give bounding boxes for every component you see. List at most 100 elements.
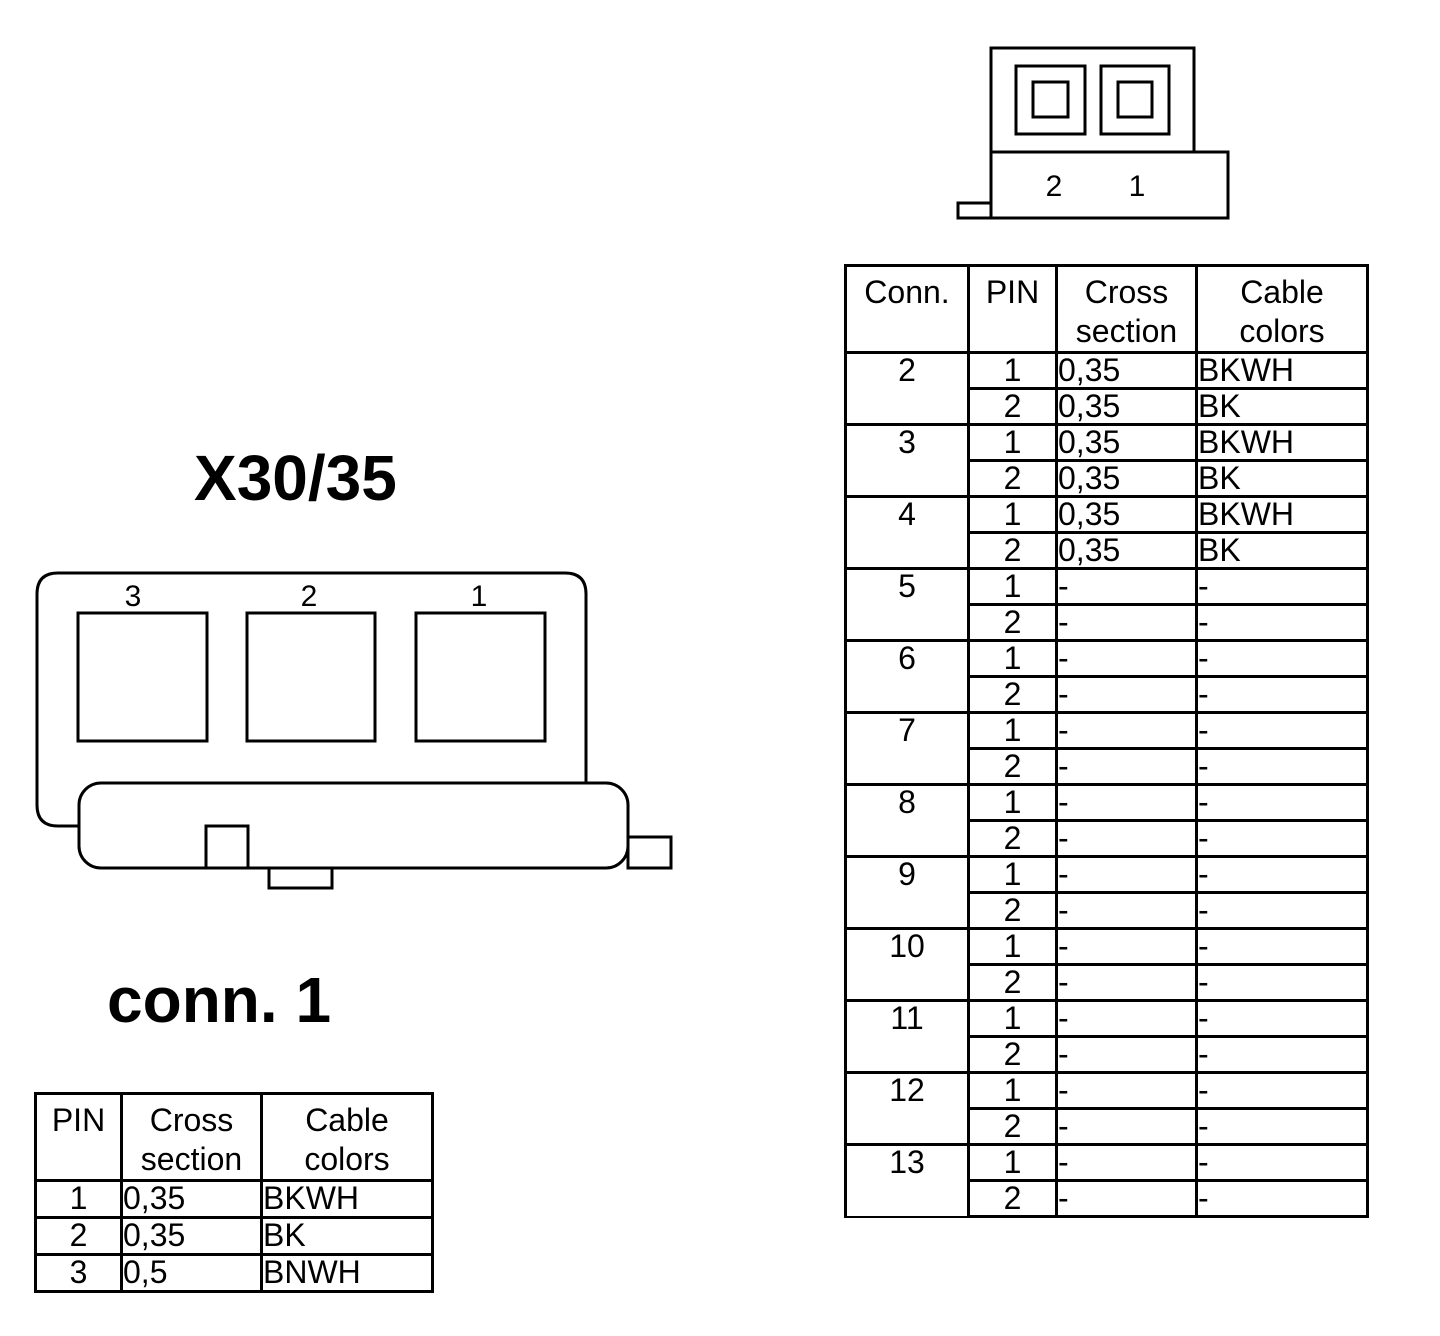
pin-cell: 1 — [34, 1179, 123, 1219]
table-header-row: PIN Cross section Cable colors — [34, 1092, 434, 1182]
pin-cell: 1 — [967, 639, 1058, 678]
table-row: 3 0,5 BNWH — [34, 1253, 434, 1293]
cross-section-cell: - — [1055, 1107, 1198, 1146]
cable-color-cell: - — [1195, 927, 1369, 966]
top-pin-label: 2 — [1046, 170, 1063, 203]
cross-section-cell: - — [1055, 711, 1198, 750]
cable-color-cell: BK — [260, 1216, 434, 1256]
cable-color-cell: - — [1195, 1035, 1369, 1074]
left-pin-label: 2 — [301, 580, 318, 613]
pin-cell: 1 — [967, 999, 1058, 1038]
conn-cell: 10 — [844, 927, 970, 1002]
cable-color-cell: - — [1195, 819, 1369, 858]
pin-cell: 2 — [967, 1035, 1058, 1074]
cable-color-cell: - — [1195, 639, 1369, 678]
pin-cell: 2 — [967, 1107, 1058, 1146]
cross-section-cell: - — [1055, 819, 1198, 858]
left-pin-label: 3 — [125, 580, 142, 613]
cable-color-cell: BK — [1195, 531, 1369, 570]
cable-color-cell: - — [1195, 855, 1369, 894]
cross-section-cell: - — [1055, 999, 1198, 1038]
cross-section-cell: 0,35 — [1055, 459, 1198, 498]
cross-section-cell: 0,35 — [1055, 351, 1198, 390]
connector-housing — [35, 571, 588, 828]
cross-section-cell: - — [1055, 891, 1198, 930]
cable-color-cell: - — [1195, 711, 1369, 750]
cable-color-cell: BKWH — [1195, 351, 1369, 390]
cross-section-cell: 0,35 — [1055, 387, 1198, 426]
top-pin-label: 1 — [1129, 170, 1146, 203]
cable-color-cell: BK — [1195, 387, 1369, 426]
three-pin-connector-drawing: 3 2 1 — [35, 571, 673, 890]
pin-cell: 2 — [967, 1179, 1058, 1218]
table-row: 2-- — [846, 1179, 1369, 1218]
pin-cavity-outer-2 — [1014, 64, 1087, 136]
header-cross-section: Cross section — [1055, 264, 1198, 354]
pin-cell: 2 — [967, 819, 1058, 858]
table-row: 2 0,35 BK — [34, 1216, 434, 1256]
conn-cell: 9 — [844, 855, 970, 930]
cross-section-cell: 0,35 — [1055, 495, 1198, 534]
conn-cell: 5 — [844, 567, 970, 642]
header-pin: PIN — [34, 1092, 123, 1182]
header-cable-colors: Cable colors — [260, 1092, 434, 1182]
cable-color-cell: BNWH — [260, 1253, 434, 1293]
pin-cavity-1 — [414, 611, 547, 743]
pin-cell: 1 — [967, 927, 1058, 966]
cable-color-cell: - — [1195, 963, 1369, 1002]
conn-cell: 3 — [844, 423, 970, 498]
cable-color-cell: - — [1195, 891, 1369, 930]
cable-color-cell: - — [1195, 1143, 1369, 1182]
cross-section-cell: 0,35 — [1055, 531, 1198, 570]
pin-cell: 1 — [967, 1071, 1058, 1110]
cross-section-cell: 0,35 — [1055, 423, 1198, 462]
pin-cell: 1 — [967, 711, 1058, 750]
cross-section-cell: 0,5 — [120, 1253, 263, 1293]
pin-cavity-inner-1 — [1116, 80, 1154, 119]
connector-tab — [956, 201, 993, 220]
cable-color-cell: - — [1195, 1107, 1369, 1146]
header-pin: PIN — [967, 264, 1058, 354]
cross-section-cell: - — [1055, 747, 1198, 786]
cross-section-cell: - — [1055, 1179, 1198, 1218]
pin-cell: 1 — [967, 1143, 1058, 1182]
table-row: 2-- — [846, 1107, 1369, 1146]
table-row: 2-- — [846, 963, 1369, 1002]
cross-section-cell: - — [1055, 603, 1198, 642]
conn-cell: 7 — [844, 711, 970, 786]
conn-cell: 4 — [844, 495, 970, 570]
table-row: 2-- — [846, 891, 1369, 930]
cross-section-cell: - — [1055, 1143, 1198, 1182]
connector-housing — [989, 46, 1196, 154]
cable-color-cell: - — [1195, 1179, 1369, 1218]
cable-color-cell: - — [1195, 567, 1369, 606]
cable-color-cell: - — [1195, 1071, 1369, 1110]
cross-section-cell: - — [1055, 927, 1198, 966]
table-header-row: Conn. PIN Cross section Cable colors — [844, 264, 1369, 354]
table-row: 1 0,35 BKWH — [34, 1179, 434, 1219]
connector-latch-body — [77, 781, 630, 870]
cross-section-cell: - — [1055, 783, 1198, 822]
cable-color-cell: - — [1195, 783, 1369, 822]
cross-section-cell: - — [1055, 855, 1198, 894]
pin-cell: 2 — [967, 747, 1058, 786]
pin-cell: 2 — [967, 531, 1058, 570]
conn-cell: 13 — [844, 1143, 970, 1218]
pin-cell: 2 — [967, 891, 1058, 930]
cross-section-cell: 0,35 — [120, 1216, 263, 1256]
cross-section-cell: 0,35 — [120, 1179, 263, 1219]
pin-cell: 2 — [967, 675, 1058, 714]
pin-cell: 3 — [34, 1253, 123, 1293]
connector-right-tab — [626, 835, 673, 870]
table-row: 2-- — [846, 603, 1369, 642]
